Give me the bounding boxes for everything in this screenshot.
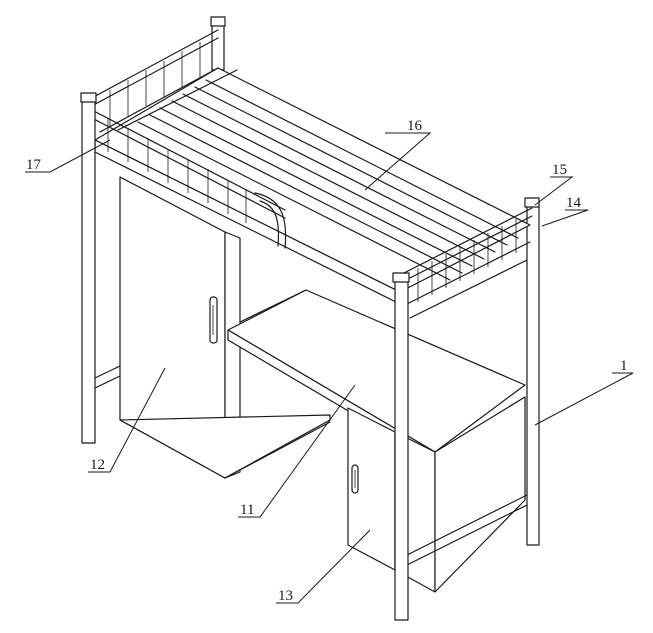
- guardrail-foot: [399, 207, 533, 306]
- post-cap-front-left: [80, 92, 97, 103]
- post-cap-back-left: [210, 16, 226, 27]
- guardrail-side: [87, 107, 287, 249]
- post-cap-front-right: [392, 272, 410, 283]
- front-right-post: [392, 272, 410, 621]
- label-12: 12: [90, 457, 105, 473]
- label-17: 17: [26, 157, 42, 173]
- label-11: 11: [240, 502, 254, 518]
- post-cap-back-right: [524, 197, 540, 208]
- front-left-post: [80, 92, 121, 444]
- bed-deck: [94, 67, 531, 305]
- left-cabinet-handle: [209, 296, 218, 344]
- label-13: 13: [278, 588, 293, 604]
- label-1: 1: [620, 358, 628, 374]
- label-15: 15: [552, 162, 567, 178]
- bed-board-slats: [137, 79, 519, 281]
- part-labels: 17 16 15 14 1 12 11 13: [26, 118, 628, 604]
- label-16: 16: [407, 118, 423, 134]
- guardrail-head: [87, 29, 219, 133]
- right-crossbars: [406, 259, 528, 566]
- back-frame: [210, 16, 540, 546]
- label-14: 14: [566, 195, 582, 211]
